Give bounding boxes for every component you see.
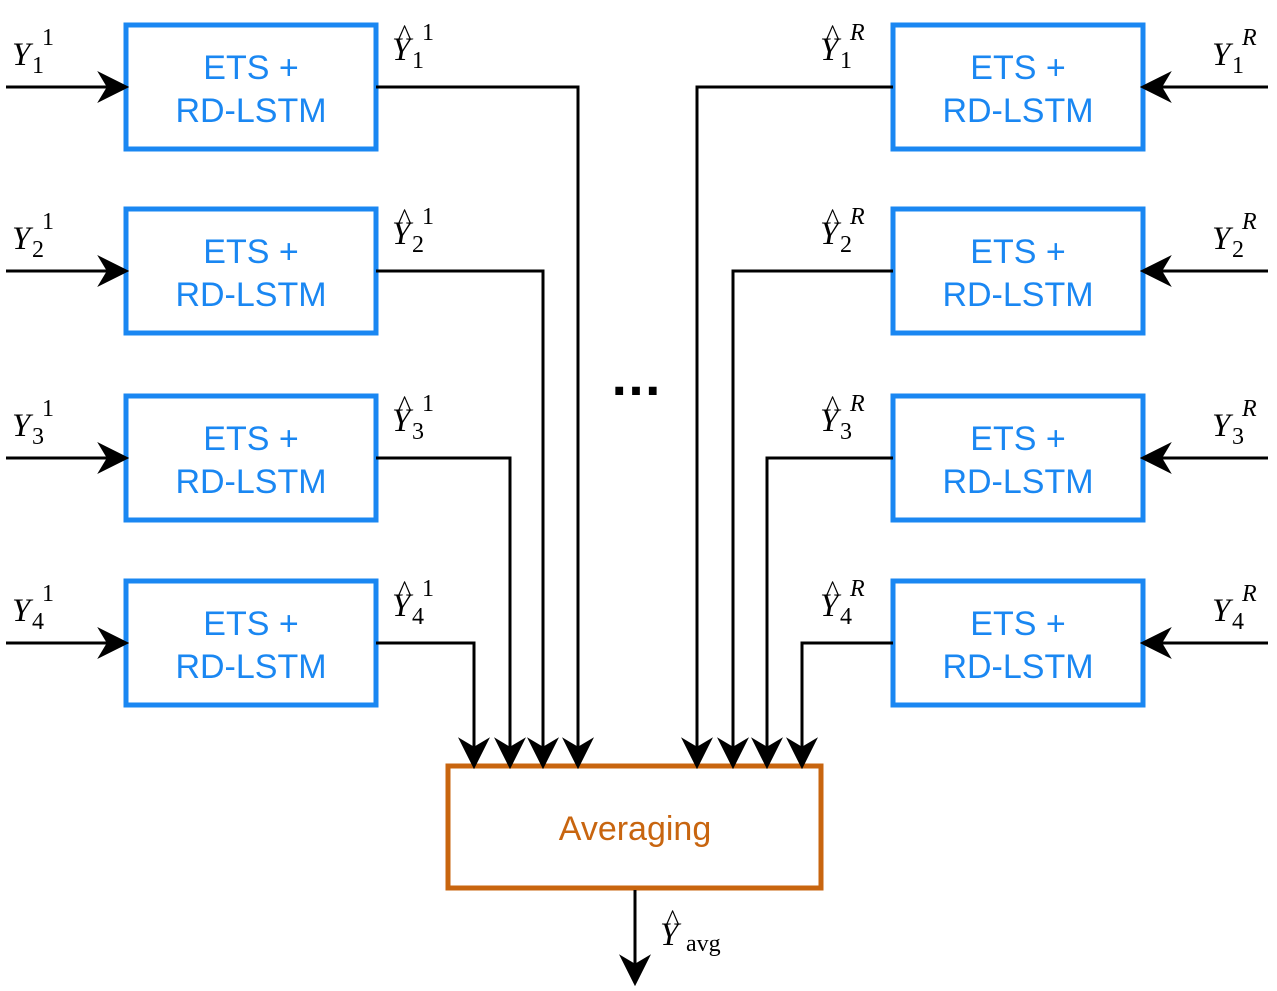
- right-input-label-1-symbol: Y: [1212, 37, 1234, 73]
- left-model-label-line2-2: RD-LSTM: [175, 276, 326, 314]
- right-input-label-2-subscript: 2: [1232, 237, 1244, 263]
- left-forecast-label-4-subscript: 4: [412, 604, 424, 630]
- right-forecast-label-4-superscript: R: [849, 576, 865, 602]
- right-input-label-2-superscript: R: [1241, 209, 1257, 235]
- left-forecast-label-2-superscript: 1: [422, 204, 434, 230]
- right-input-label-1-superscript: R: [1241, 25, 1257, 51]
- right-forecast-path-1: [681, 85, 893, 770]
- left-model-label-line2-1: RD-LSTM: [175, 92, 326, 130]
- left-model-box-4: [123, 578, 379, 708]
- left-forecast-label-1-hat: ^: [398, 20, 411, 51]
- output-hat: ^: [666, 905, 679, 936]
- left-forecast-label-3-subscript: 3: [412, 419, 424, 445]
- right-model-label-line2-2: RD-LSTM: [942, 276, 1093, 314]
- left-input-label-3-symbol: Y: [12, 408, 34, 444]
- left-input-label-2-superscript: 1: [42, 209, 54, 235]
- right-input-label-2-symbol: Y: [1212, 221, 1234, 257]
- right-forecast-label-4-hat: ^: [826, 576, 839, 607]
- left-input-label-3-superscript: 1: [42, 396, 54, 422]
- right-model-label-line1-3: ETS +: [970, 420, 1065, 458]
- left-input-label-2-symbol: Y: [12, 221, 34, 257]
- left-forecast-label-4-hat: ^: [398, 576, 411, 607]
- left-model-box-2: [123, 206, 379, 336]
- right-forecast-label-3-hat: ^: [826, 391, 839, 422]
- right-model-label-line2-3: RD-LSTM: [942, 463, 1093, 501]
- right-input-label-3-symbol: Y: [1212, 408, 1234, 444]
- right-forecast-label-2-superscript: R: [849, 204, 865, 230]
- left-forecast-label-2-subscript: 2: [412, 232, 424, 258]
- left-forecast-label-3-symbol: Y: [392, 403, 414, 439]
- averaging-node: Averaging: [445, 763, 824, 891]
- left-forecast-path-2: [376, 269, 559, 770]
- left-input-label-1-superscript: 1: [42, 25, 54, 51]
- left-forecast-label-2-symbol: Y: [392, 216, 414, 252]
- left-forecast-label-1-superscript: 1: [422, 20, 434, 46]
- averaging-label: Averaging: [559, 810, 712, 848]
- left-forecast-label-4-superscript: 1: [422, 576, 434, 602]
- right-model-box-4: [890, 578, 1146, 708]
- left-input-label-4-subscript: 4: [32, 609, 44, 635]
- left-input-label-4-symbol: Y: [12, 593, 34, 629]
- right-forecast-path-4: [786, 641, 893, 770]
- left-model-label-line1-2: ETS +: [203, 233, 298, 271]
- right-input-label-4-subscript: 4: [1232, 609, 1244, 635]
- right-model-label-line1-1: ETS +: [970, 49, 1065, 87]
- right-forecast-label-1-symbol: Y: [820, 32, 842, 68]
- right-forecast-label-2-symbol: Y: [820, 216, 842, 252]
- left-forecast-label-3-hat: ^: [398, 391, 411, 422]
- right-forecast-path-3: [751, 456, 893, 770]
- right-forecast-label-3-symbol: Y: [820, 403, 842, 439]
- right-input-label-3-subscript: 3: [1232, 424, 1244, 450]
- right-model-label-line1-2: ETS +: [970, 233, 1065, 271]
- left-model-box-1: [123, 22, 379, 152]
- right-forecast-label-2-subscript: 2: [840, 232, 852, 258]
- right-forecast-label-2-hat: ^: [826, 204, 839, 235]
- right-model-box-1: [890, 22, 1146, 152]
- left-forecast-path-3: [376, 456, 526, 770]
- left-model-label-line2-3: RD-LSTM: [175, 463, 326, 501]
- left-model-label-line1-3: ETS +: [203, 420, 298, 458]
- left-input-label-1-symbol: Y: [12, 37, 34, 73]
- left-input-label-1-subscript: 1: [32, 53, 44, 79]
- left-forecast-label-1-subscript: 1: [412, 48, 424, 74]
- left-model-label-line1-4: ETS +: [203, 605, 298, 643]
- left-forecast-label-3-superscript: 1: [422, 391, 434, 417]
- output-label: Y ^ avg: [660, 905, 721, 957]
- output-symbol: Y: [660, 917, 682, 953]
- left-forecast-path-4: [376, 641, 490, 770]
- left-forecast-label-4-symbol: Y: [392, 588, 414, 624]
- ellipsis: ...: [611, 355, 661, 406]
- left-model-box-3: [123, 393, 379, 523]
- right-model-label-line2-4: RD-LSTM: [942, 648, 1093, 686]
- right-model-label-line2-1: RD-LSTM: [942, 92, 1093, 130]
- right-forecast-label-1-superscript: R: [849, 20, 865, 46]
- right-input-label-1-subscript: 1: [1232, 53, 1244, 79]
- right-model-box-2: [890, 206, 1146, 336]
- right-input-label-3-superscript: R: [1241, 396, 1257, 422]
- averaging-box: [445, 763, 824, 891]
- right-input-label-4-superscript: R: [1241, 581, 1257, 607]
- right-forecast-label-4-symbol: Y: [820, 588, 842, 624]
- left-model-label-line2-4: RD-LSTM: [175, 648, 326, 686]
- right-forecast-label-1-hat: ^: [826, 20, 839, 51]
- left-forecast-label-1-symbol: Y: [392, 32, 414, 68]
- right-input-label-4-symbol: Y: [1212, 593, 1234, 629]
- right-forecast-path-2: [717, 269, 893, 770]
- output-subscript: avg: [686, 931, 721, 957]
- left-input-label-4-superscript: 1: [42, 581, 54, 607]
- left-forecast-label-2-hat: ^: [398, 204, 411, 235]
- right-forecast-label-3-superscript: R: [849, 391, 865, 417]
- left-forecast-path-1: [376, 85, 594, 770]
- right-model-box-3: [890, 393, 1146, 523]
- right-forecast-label-4-subscript: 4: [840, 604, 852, 630]
- right-forecast-label-3-subscript: 3: [840, 419, 852, 445]
- right-model-label-line1-4: ETS +: [970, 605, 1065, 643]
- right-forecast-label-1-subscript: 1: [840, 48, 852, 74]
- left-model-label-line1-1: ETS +: [203, 49, 298, 87]
- left-input-label-3-subscript: 3: [32, 424, 44, 450]
- left-input-label-2-subscript: 2: [32, 237, 44, 263]
